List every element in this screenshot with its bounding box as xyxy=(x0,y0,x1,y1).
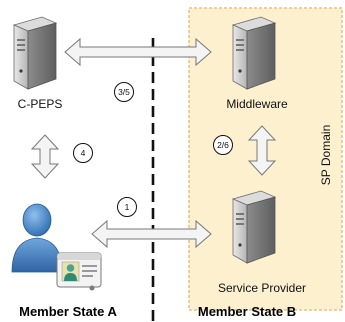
step-label-3-5: 3/5 xyxy=(118,87,130,97)
arrow-user-service-provider xyxy=(91,219,212,249)
step-label-2-6: 2/6 xyxy=(217,140,229,150)
service-provider-server-icon xyxy=(232,190,276,264)
arrow-middleware-service-provider xyxy=(247,125,277,176)
user-icon xyxy=(11,203,63,273)
c-peps-server-icon xyxy=(13,16,57,90)
middleware-server-icon xyxy=(232,16,276,90)
c-peps-label: C-PEPS xyxy=(18,97,63,111)
step-label-4: 4 xyxy=(81,148,86,158)
member-state-a-label: Member State A xyxy=(19,304,117,319)
step-marker-2-6: 2/6 xyxy=(213,135,233,155)
arrow-cpeps-middleware xyxy=(64,37,212,67)
middleware-label: Middleware xyxy=(226,97,288,111)
step-marker-4: 4 xyxy=(73,143,93,163)
member-state-b-label: Member State B xyxy=(198,304,296,319)
step-marker-1: 1 xyxy=(117,197,137,217)
sp-domain-label: SP Domain xyxy=(319,125,333,185)
service-provider-label: Service Provider xyxy=(218,281,306,295)
id-card-icon xyxy=(56,252,102,291)
arrow-cpeps-user xyxy=(30,134,60,179)
step-marker-3-5: 3/5 xyxy=(114,82,134,102)
step-label-1: 1 xyxy=(125,202,130,212)
